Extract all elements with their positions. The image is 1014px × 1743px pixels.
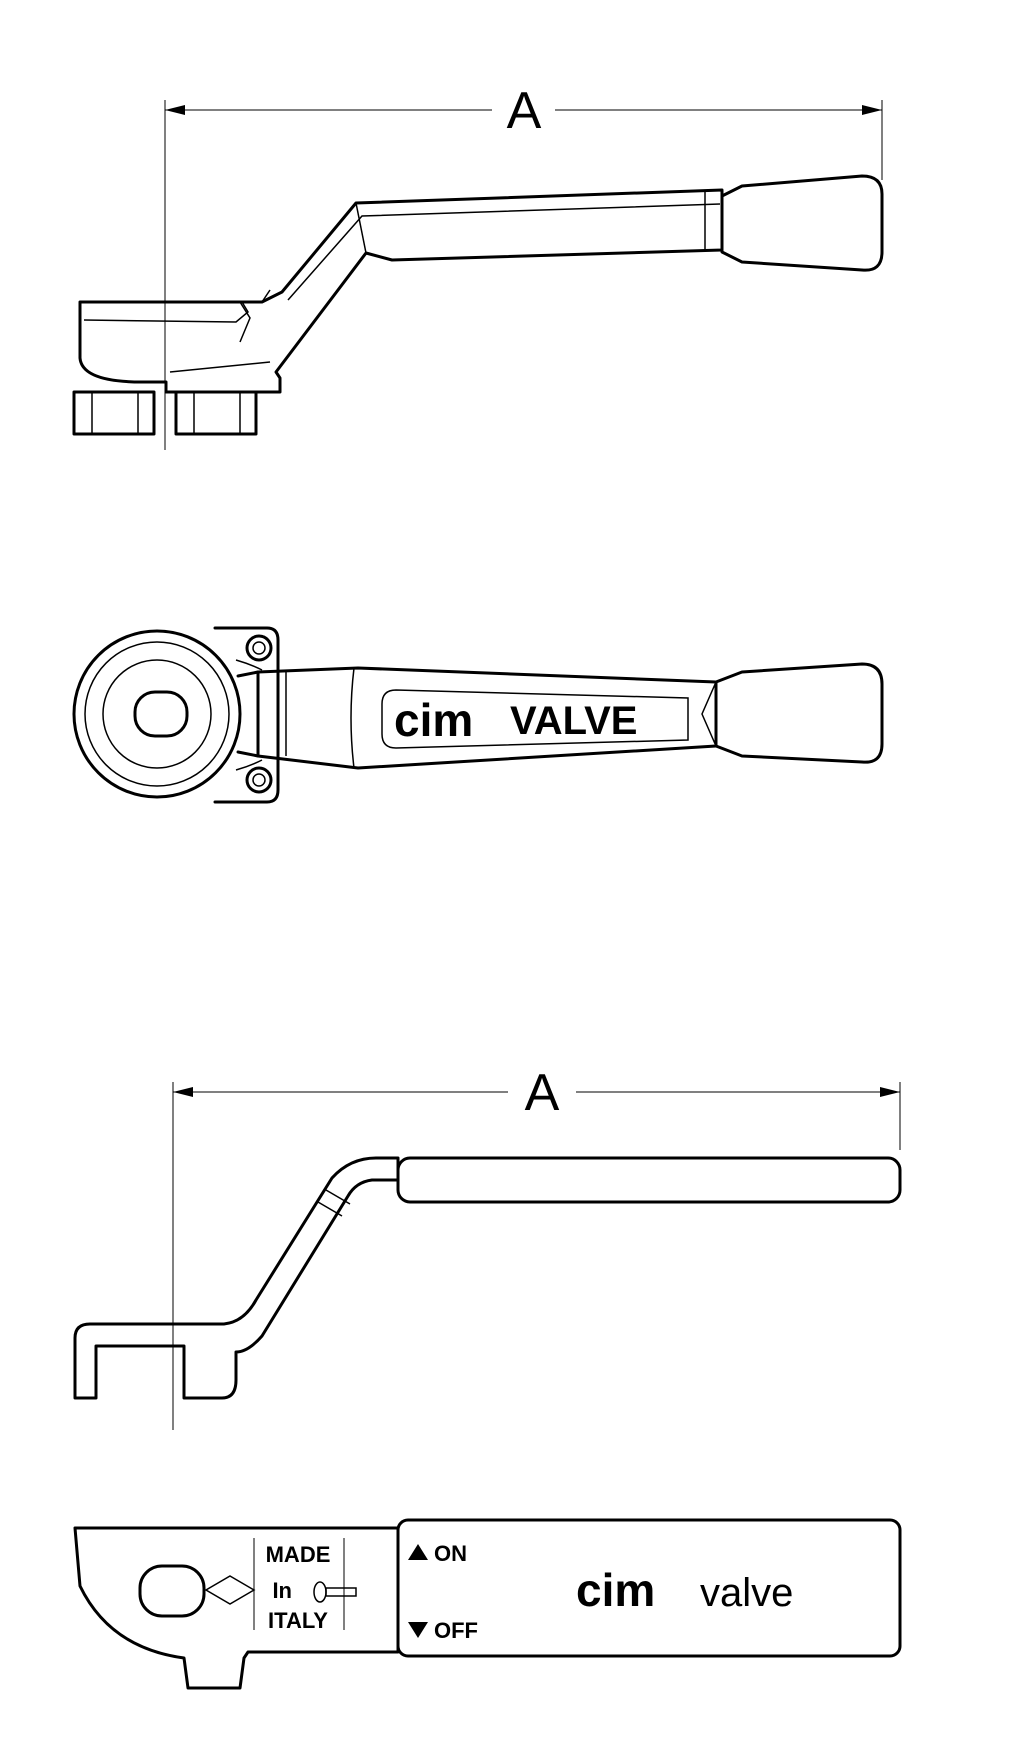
dimension-a-bottom-label: A bbox=[525, 1064, 560, 1122]
plate-on-text: ON bbox=[434, 1541, 467, 1566]
grip-sleeve bbox=[396, 1156, 902, 1204]
bolt-hole-top bbox=[245, 634, 273, 662]
plate-made-text: MADE bbox=[266, 1542, 331, 1567]
dimension-a-bottom: A bbox=[172, 1064, 901, 1430]
diamond-mark bbox=[204, 1575, 256, 1605]
plate-off-text: OFF bbox=[434, 1618, 478, 1643]
handle-top-view: cim VALVE bbox=[72, 626, 884, 804]
pointer-pin bbox=[325, 1587, 357, 1597]
plate-brand-text: cim bbox=[576, 1564, 655, 1616]
handle-side-view: A bbox=[72, 82, 884, 450]
dimension-a-top-label: A bbox=[507, 82, 542, 140]
stem-slot bbox=[133, 690, 189, 738]
grip-plate bbox=[396, 1518, 902, 1658]
off-arrow-icon bbox=[408, 1622, 428, 1638]
plate-in-text: In bbox=[272, 1578, 292, 1603]
plate-valve-text: valve bbox=[700, 1571, 793, 1615]
lever-side-view: A bbox=[73, 1064, 902, 1430]
on-arrow-icon bbox=[408, 1544, 428, 1560]
pointer-ring bbox=[313, 1581, 327, 1603]
logo-recess bbox=[381, 689, 689, 749]
logo-valve-text: VALVE bbox=[510, 699, 637, 743]
lever-top-view: MADE In ITALY ON OFF cim valve bbox=[73, 1518, 902, 1690]
logo-cim-text: cim bbox=[394, 694, 473, 746]
dimension-a-top: A bbox=[164, 82, 883, 450]
plate-italy-text: ITALY bbox=[268, 1608, 328, 1633]
stem-slot-flat bbox=[138, 1564, 206, 1618]
bolt-hole-bottom bbox=[245, 766, 273, 794]
